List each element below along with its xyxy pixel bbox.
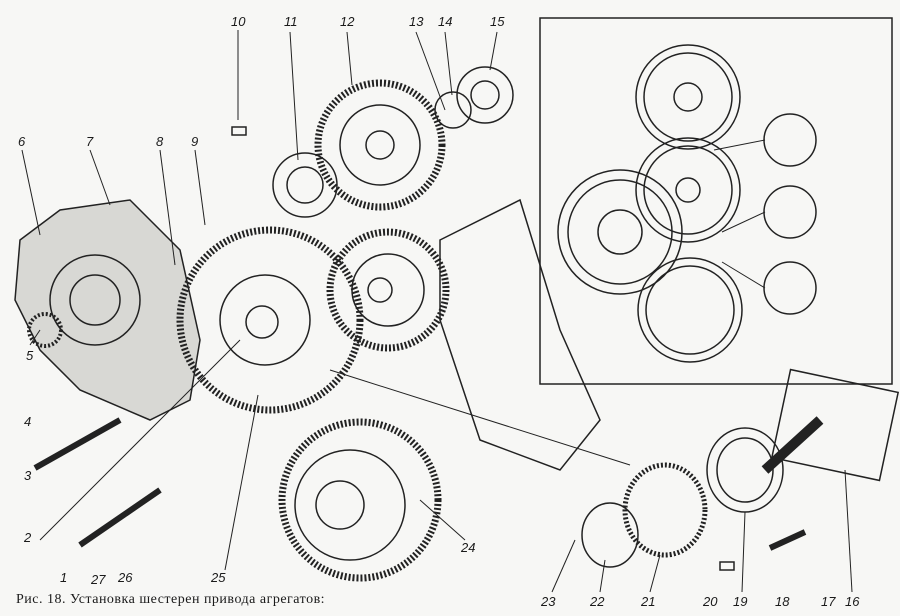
callout-21: 21: [640, 594, 655, 609]
callout-22: 22: [589, 594, 605, 609]
inset-gear-train: [557, 44, 817, 363]
callout-20: 20: [702, 594, 718, 609]
callout-11: 11: [284, 14, 298, 29]
callout-13: 13: [409, 14, 424, 29]
callout-26: 26: [117, 570, 133, 585]
callout-27: 27: [90, 572, 106, 587]
callout-25: 25: [210, 570, 226, 585]
callout-12: 12: [340, 14, 355, 29]
key-20: [719, 561, 735, 571]
callout-14: 14: [438, 14, 452, 29]
callout-19: 19: [733, 594, 747, 609]
callout-9: 9: [191, 134, 198, 149]
gear-25: [176, 226, 364, 414]
front-cover: [14, 199, 201, 421]
bolt-1: [78, 487, 162, 548]
callout-2: 2: [23, 530, 32, 545]
inset-frame: [539, 17, 893, 385]
callout-17: 17: [821, 594, 836, 609]
bearing-11: [272, 152, 338, 218]
crankshaft: [439, 198, 601, 471]
callout-24: 24: [460, 540, 475, 555]
callout-5: 5: [26, 348, 34, 363]
bolt-3: [33, 417, 122, 471]
key-10: [231, 126, 247, 136]
gear-21: [622, 462, 708, 558]
leader-lines: [21, 30, 853, 593]
gear-12: [314, 79, 446, 211]
ring-22: [581, 502, 639, 568]
callout-8: 8: [156, 134, 164, 149]
bolt-18: [768, 529, 807, 551]
callout-3: 3: [24, 468, 32, 483]
callout-23: 23: [540, 594, 556, 609]
figure-caption: Рис. 18. Установка шестерен привода агре…: [16, 592, 326, 607]
callout-7: 7: [86, 134, 94, 149]
callout-6: 6: [18, 134, 26, 149]
washer-14: [434, 91, 472, 129]
callout-18: 18: [775, 594, 790, 609]
callout-15: 15: [490, 14, 505, 29]
callout-4: 4: [24, 414, 31, 429]
flange-16: [770, 368, 900, 482]
crank-gear-24: [278, 418, 442, 582]
bearing-15: [456, 66, 514, 124]
callout-10: 10: [231, 14, 246, 29]
callout-16: 16: [845, 594, 860, 609]
gear-middle: [326, 228, 450, 352]
callout-1: 1: [60, 570, 67, 585]
